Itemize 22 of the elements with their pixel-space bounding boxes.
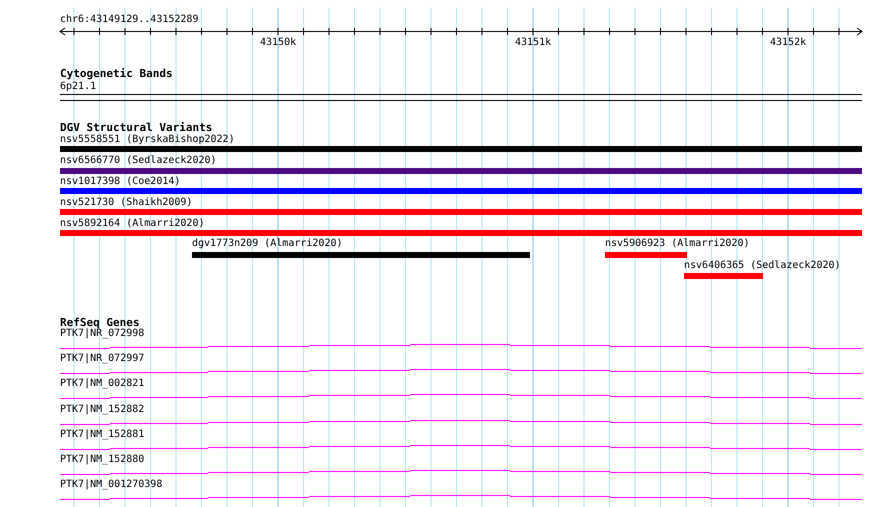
feature-label: PTK7|NR_072997 (60, 353, 144, 364)
feature-label: nsv5892164 (Almarri2020) (60, 218, 204, 229)
feature-label: 6p21.1 (60, 81, 96, 92)
ruler-tick-label: 43152k (770, 37, 806, 48)
feature-label: PTK7|NM_001270398 (60, 479, 162, 490)
feature-label: dgv1773n209 (Almarri2020) (192, 238, 343, 249)
feature-label: nsv521730 (Shaikh2009) (60, 197, 192, 208)
feature-label: nsv5558551 (ByrskaBishop2022) (60, 134, 235, 145)
feature-label: PTK7|NR_072998 (60, 328, 144, 339)
track-title: RefSeq Genes (60, 317, 140, 328)
feature-label: PTK7|NM_152881 (60, 428, 144, 440)
feature-label: nsv1017398 (Coe2014) (60, 176, 180, 187)
feature-label: PTK7|NM_002821 (60, 378, 144, 390)
feature-label: nsv6566770 (Sedlazeck2020) (60, 155, 217, 166)
ruler-tick-label: 43150k (260, 37, 296, 48)
feature-label: PTK7|NM_152882 (60, 404, 144, 415)
ruler-tick-label: 43151k (515, 37, 552, 48)
feature-label: nsv6406365 (Sedlazeck2020) (684, 260, 841, 271)
coordinate-range: chr6:43149129..43152289 (60, 14, 198, 25)
feature-label: PTK7|NM_152880 (60, 454, 144, 465)
track-title: DGV Structural Variants (60, 122, 212, 133)
feature-label: nsv5906923 (Almarri2020) (605, 238, 750, 249)
